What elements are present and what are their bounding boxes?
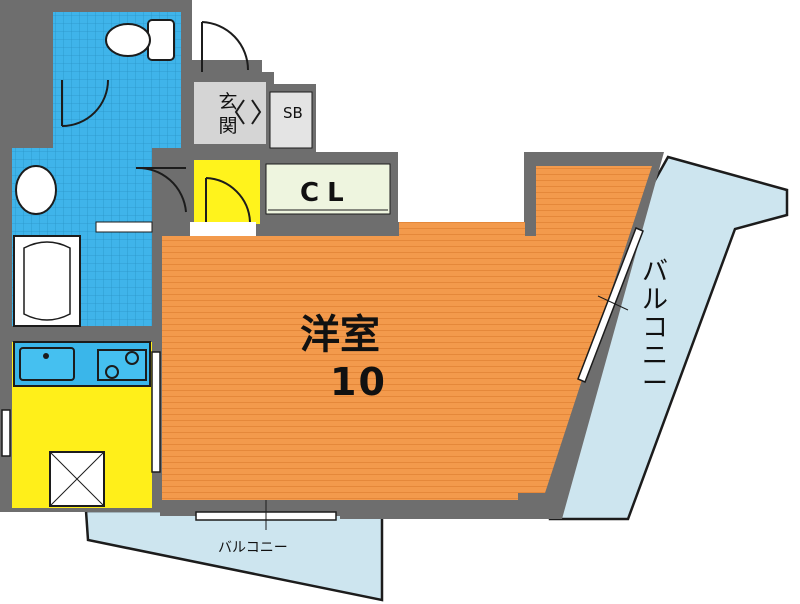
door-frame (190, 222, 256, 236)
balcony-bottom-label: バルコニー (218, 540, 288, 556)
bathtub-inner (23, 241, 71, 321)
washbasin-icon (15, 165, 57, 215)
burner-icon (125, 351, 139, 365)
entrance-floor (194, 82, 266, 144)
shower-room (53, 60, 181, 148)
room-notch (399, 222, 525, 236)
fridge-space-cross (49, 451, 105, 507)
stove-icon (97, 349, 147, 381)
closet-floor (265, 163, 391, 215)
window-mark (597, 295, 629, 311)
burner-icon (105, 365, 119, 379)
balcony-side-label: バルコニー (641, 257, 668, 399)
sink-icon (19, 347, 75, 381)
room-label-western: 洋室 (300, 312, 380, 358)
toilet-tank-icon (147, 19, 175, 61)
door-frame (95, 221, 153, 233)
western-room-floor (162, 166, 652, 500)
shoe-box-floor (269, 91, 313, 149)
toilet-bowl-icon (105, 23, 151, 57)
door-icons (61, 21, 262, 224)
shoe-box-label: SB (283, 104, 303, 122)
faucet-icon (43, 353, 49, 359)
bathtub-icon (13, 235, 81, 327)
closet-label: CL (300, 178, 352, 208)
room-size-label: 10 (330, 360, 387, 404)
entrance-label: 玄関 (218, 91, 238, 137)
